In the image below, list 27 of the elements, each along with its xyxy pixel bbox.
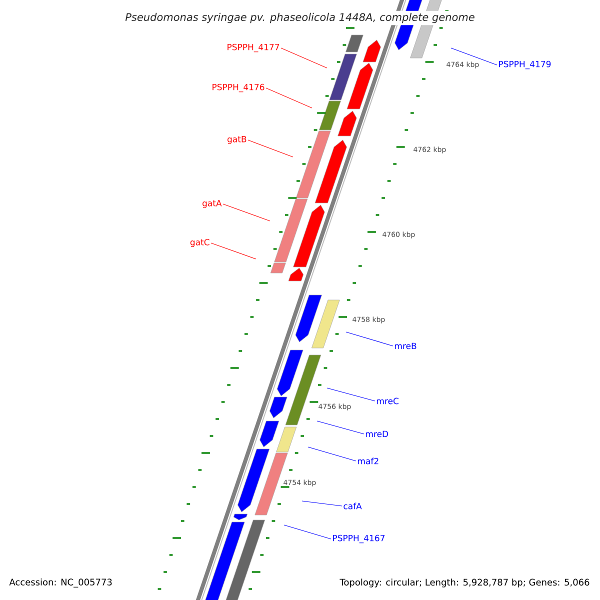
- gene-label: mreC: [376, 398, 398, 404]
- leader-line: [222, 204, 270, 222]
- leader-line: [284, 524, 332, 540]
- leader-line: [280, 48, 328, 68]
- accession-label: Accession: NC_005773: [8, 578, 114, 588]
- leader-line: [450, 48, 498, 66]
- gene-label: gatB: [228, 136, 246, 144]
- gene-label: cafA: [344, 502, 362, 510]
- gene-label: PSPPH_4176: [212, 84, 264, 92]
- leader-line: [316, 420, 364, 434]
- gene-label: mreD: [366, 430, 388, 438]
- leader-line: [248, 140, 294, 158]
- leader-line: [302, 500, 342, 506]
- genome-info-label: Topology: circular; Length: 5,928,787 bp; Genes: 5,066: [338, 578, 591, 588]
- gene-label: PSPPH_4177: [228, 44, 280, 52]
- gene-label: mreB: [394, 342, 416, 350]
- gene-label: gatC: [190, 238, 210, 248]
- gene-label: PSPPH_4167: [333, 534, 385, 544]
- leader-line: [346, 332, 394, 346]
- gene-label: PSPPH_4179: [499, 60, 551, 70]
- leader-line: [326, 388, 376, 402]
- leader-line: [308, 446, 356, 462]
- leader-line: [210, 242, 256, 260]
- gene-label: maf2: [358, 458, 378, 464]
- leader-line: [266, 88, 312, 108]
- gene-label: gatA: [202, 200, 222, 208]
- title: Pseudomonas syringae pv. phaseolicola 1448A, complete genome: [123, 10, 477, 26]
